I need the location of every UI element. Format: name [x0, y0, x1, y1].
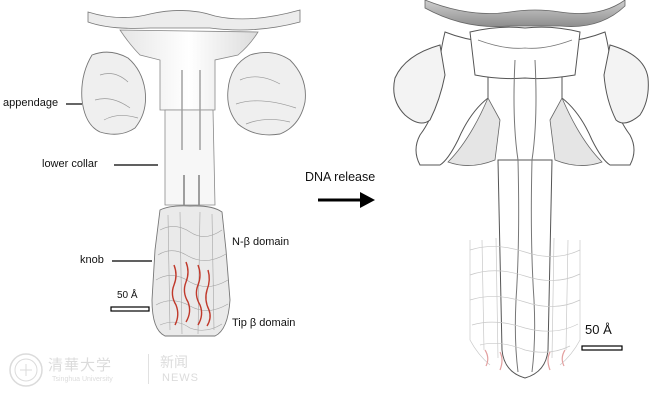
university-seal-icon	[9, 353, 43, 387]
label-n-beta-domain: N-β domain	[232, 236, 290, 248]
left-red-helices	[171, 261, 211, 327]
right-tail-tube	[497, 159, 553, 379]
label-dna-release: DNA release	[305, 170, 376, 184]
watermark-university-cn: 清華大学	[48, 356, 113, 374]
left-knob-mesh	[155, 211, 229, 335]
left-knob	[151, 205, 231, 337]
right-shoulder-right	[549, 97, 603, 166]
right-wing-right	[603, 44, 649, 124]
left-appendage-right	[227, 51, 306, 136]
right-wing-left	[393, 44, 446, 124]
left-appendage-left	[81, 51, 146, 135]
leader-lines	[66, 103, 158, 262]
left-scale-bar	[110, 306, 150, 312]
right-scale-bar	[581, 345, 623, 351]
left-phage-tail-map	[81, 9, 306, 337]
watermark-news-cn: 新闻	[160, 355, 188, 371]
left-top-rim	[87, 9, 301, 31]
label-scale-right: 50 Å	[585, 322, 612, 337]
label-appendage: appendage	[3, 97, 59, 109]
right-center-hub	[469, 26, 581, 80]
left-tail-tube	[164, 109, 216, 206]
label-scale-left: 50 Å	[117, 290, 138, 301]
left-upper-collar	[119, 29, 259, 111]
watermark-university-en: Tsinghua University	[52, 376, 113, 383]
watermark-divider	[148, 354, 149, 384]
watermark-news-en: NEWS	[162, 372, 199, 384]
right-top-plate	[424, 0, 626, 27]
right-red-helices	[484, 349, 566, 371]
right-shoulder-left	[447, 97, 501, 166]
label-tip-beta-domain: Tip β domain	[232, 317, 296, 329]
label-knob: knob	[80, 254, 104, 266]
watermark: 清華大学 Tsinghua University 新闻 NEWS	[8, 350, 208, 394]
right-inner-channel	[513, 59, 537, 373]
right-phage-tail-map	[393, 0, 649, 379]
label-lower-collar: lower collar	[42, 158, 98, 170]
dna-release-arrow	[318, 192, 375, 208]
